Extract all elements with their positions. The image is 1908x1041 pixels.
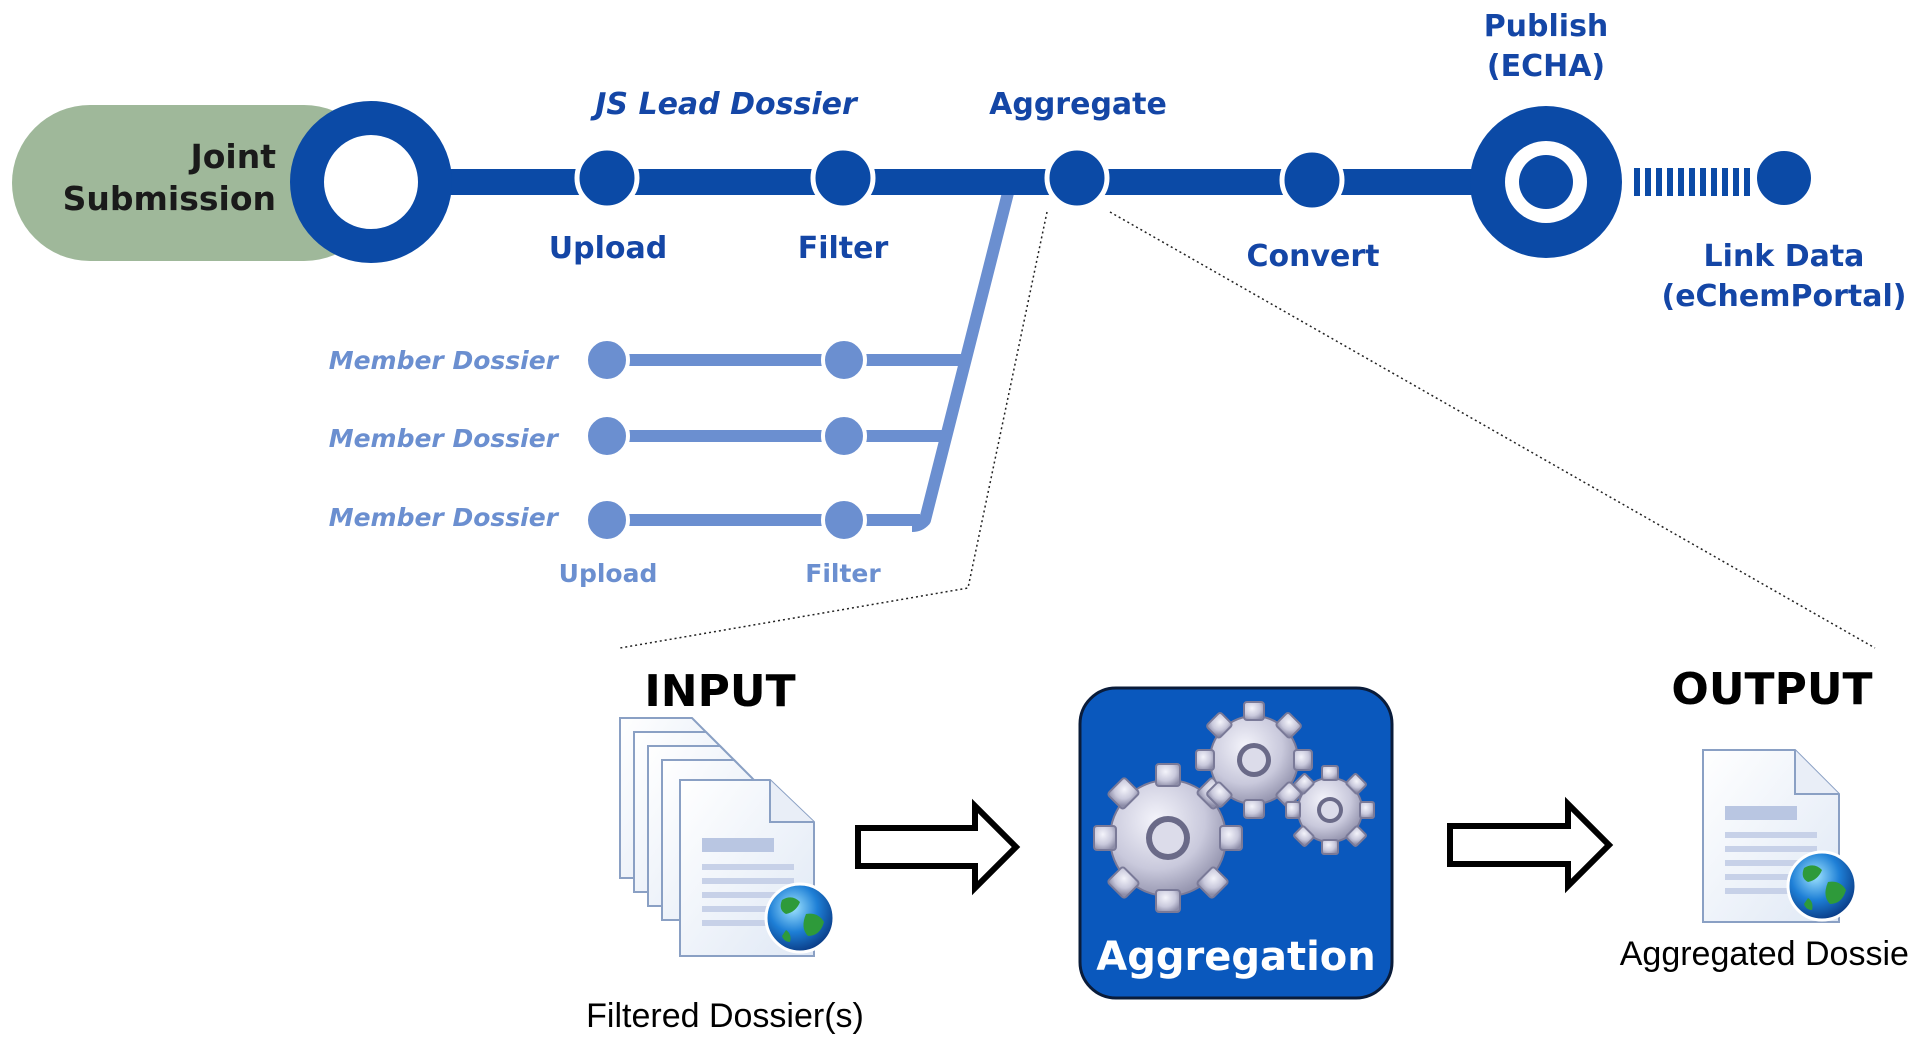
member-dossier-label-2: Member Dossier [329,424,560,453]
publish-label-line2: (ECHA) [1487,49,1605,84]
member-upload-label: Upload [559,559,658,588]
lead-dossier-title: JS Lead Dossier [590,87,859,122]
filter-node [810,145,876,211]
member-filter-node-1 [821,337,867,383]
member-tracks [584,179,1016,543]
publish-label-line1: Publish [1484,9,1609,44]
aggregated-dossier-icon [1702,749,1858,923]
arrow-right-icon [855,798,1021,896]
start-pill [12,105,382,261]
convert-label: Convert [1246,239,1379,274]
output-caption: Aggregated Dossier [1620,935,1908,973]
link-data-label-line1: Link Data [1704,239,1865,274]
arrow-right-icon-2 [1447,796,1614,894]
gears-icon [1093,701,1375,913]
upload-label: Upload [549,231,667,266]
start-label-line1: Joint [188,137,276,176]
member-upload-node-1 [584,337,630,383]
member-upload-node-2 [584,413,630,459]
aggregate-node [1044,145,1110,211]
upload-node [574,145,640,211]
start-label-line2: Submission [63,179,276,218]
aggregate-label: Aggregate [989,87,1167,122]
publish-node [1470,106,1622,258]
member-filter-label: Filter [805,559,881,588]
globe-icon [764,882,836,954]
link-data-node [1753,147,1815,209]
link-data-label-line2: (eChemPortal) [1661,279,1906,314]
member-dossier-label-3: Member Dossier [329,503,560,532]
start-node [290,101,452,263]
input-title: INPUT [644,666,795,717]
convert-node [1279,147,1345,213]
aggregation-label: Aggregation [1096,934,1376,980]
aggregation-engine: Aggregation [1078,686,1394,1000]
output-title: OUTPUT [1671,664,1872,715]
filter-label: Filter [798,231,889,266]
globe-icon-2 [1786,850,1858,922]
member-dossier-label-1: Member Dossier [329,346,560,375]
link-dashes [1634,168,1750,196]
member-filter-node-3 [821,497,867,543]
zoom-guides [619,211,1876,649]
filtered-dossiers-icon [619,717,836,957]
member-upload-node-3 [584,497,630,543]
member-filter-node-2 [821,413,867,459]
input-caption: Filtered Dossier(s) [586,997,864,1035]
